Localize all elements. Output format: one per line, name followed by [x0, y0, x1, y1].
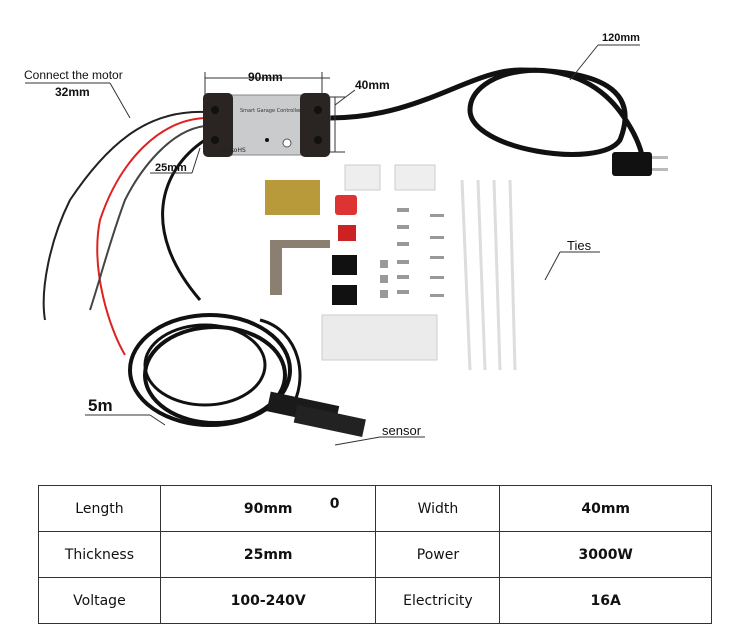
- table-row: Thickness 25mm Power 3000W: [38, 531, 712, 578]
- sensor-label: sensor: [382, 423, 422, 438]
- spec-key: Width: [375, 485, 501, 532]
- spec-key: Length: [38, 485, 161, 532]
- wire-length-label: 32mm: [55, 85, 90, 99]
- connect-motor-label: Connect the motor: [24, 68, 123, 82]
- length-dimension-label: 90mm: [248, 70, 283, 84]
- product-photo: Smart Garage Controller CE RoHS: [25, 44, 668, 446]
- table-row: Length 90mm 0 Width 40mm: [38, 485, 712, 532]
- spec-key: Voltage: [38, 577, 161, 624]
- spec-key: Electricity: [375, 577, 501, 624]
- controller-device: Smart Garage Controller CE RoHS: [203, 93, 331, 157]
- power-cable: [329, 67, 646, 172]
- ties-label: Ties: [567, 238, 592, 253]
- spec-value: 40mm: [499, 485, 712, 532]
- table-row: Voltage 100-240V Electricity 16A: [38, 577, 712, 624]
- spec-table: Length 90mm 0 Width 40mm Thickness 25mm P…: [38, 485, 712, 624]
- device-name-text: Smart Garage Controller: [240, 108, 302, 114]
- spec-value: 100-240V: [159, 577, 377, 624]
- power-plug: [612, 152, 652, 176]
- cert-text: CE RoHS: [220, 147, 246, 154]
- spec-key: Power: [375, 531, 501, 578]
- spec-value: 3000W: [499, 531, 712, 578]
- stray-mark: 0: [329, 496, 340, 512]
- spec-value-text: 90mm: [243, 500, 293, 517]
- thickness-dimension-label: 25mm: [155, 162, 187, 174]
- sensor-cable-length-label: 5m: [88, 396, 113, 415]
- width-dimension-label: 40mm: [355, 78, 390, 92]
- spec-value: 16A: [499, 577, 712, 624]
- cable-length-label: 120mm: [602, 32, 640, 44]
- accessories: [265, 164, 517, 371]
- spec-key: Thickness: [38, 531, 161, 578]
- spec-value: 90mm 0: [159, 485, 377, 532]
- spec-value: 25mm: [159, 531, 377, 578]
- magnetic-sensor: [266, 391, 366, 438]
